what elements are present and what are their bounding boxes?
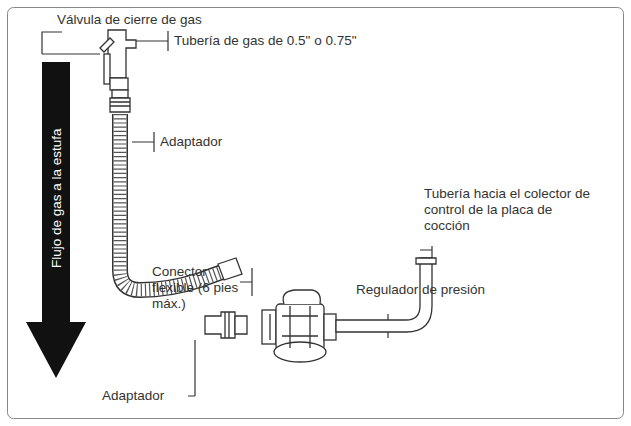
regulator-label: Regulador de presión xyxy=(356,282,486,298)
pipe-label: Tubería de gas de 0.5" o 0.75" xyxy=(174,33,394,49)
valve-label: Válvula de cierre de gas xyxy=(57,12,257,28)
connector-label: Conector flexible (6 pies máx.) xyxy=(152,264,248,312)
flow-arrow: Flujo de gas a la estufa xyxy=(26,62,86,378)
adapter-label: Adaptador xyxy=(160,134,280,150)
arrow-text: Flujo de gas a la estufa xyxy=(49,128,64,268)
manifold-pipe-label: Tubería hacia el colector de control de … xyxy=(424,186,594,234)
adapter-label: Adaptador xyxy=(102,388,202,404)
